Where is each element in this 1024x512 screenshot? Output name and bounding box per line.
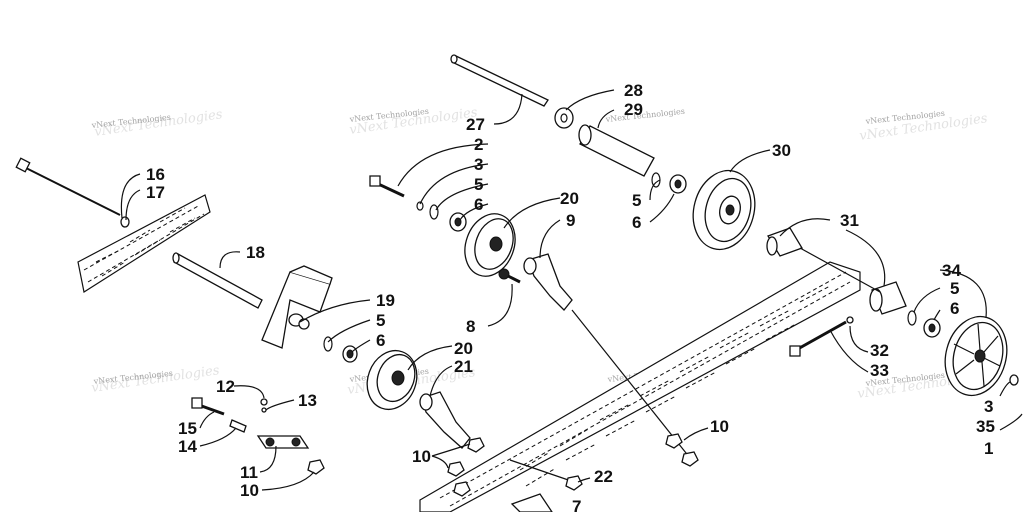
callout-6: 6 <box>950 299 959 318</box>
callout-21: 21 <box>454 357 473 376</box>
nut-10e <box>447 461 465 477</box>
shaft-31 <box>799 247 881 293</box>
callout-34: 34 <box>942 261 961 280</box>
snap-ring-5a <box>323 336 333 352</box>
callout-10: 10 <box>710 417 729 436</box>
callout-6: 6 <box>632 213 641 232</box>
callout-28: 28 <box>624 81 643 100</box>
bearing-6b <box>449 212 467 232</box>
callout-18: 18 <box>246 243 265 262</box>
nut-10f <box>453 481 471 497</box>
wheel-20-lower <box>366 349 418 411</box>
main-rail <box>419 261 861 512</box>
callout-2: 2 <box>474 135 483 154</box>
callout-22: 22 <box>594 467 613 486</box>
callout-6: 6 <box>474 195 483 214</box>
callout-5: 5 <box>376 311 385 330</box>
part-7 <box>510 493 553 512</box>
callout-11: 11 <box>240 463 258 482</box>
left-rail <box>77 194 211 293</box>
bolt-15 <box>191 397 225 416</box>
callout-9: 9 <box>566 211 575 230</box>
washer-28 <box>554 107 574 129</box>
callouts: 16 17 18 19 5 6 20 21 12 13 15 14 11 10 … <box>146 81 995 512</box>
callout-1: 1 <box>984 439 993 458</box>
callout-10: 10 <box>240 481 259 500</box>
axle-18 <box>172 252 263 309</box>
bracket-19 <box>261 265 333 349</box>
callout-13: 13 <box>298 391 317 410</box>
axle-27 <box>450 54 549 107</box>
callout-27: 27 <box>466 115 485 134</box>
rod-upper <box>571 309 691 459</box>
washer-3 <box>416 201 424 211</box>
callout-8: 8 <box>466 317 475 336</box>
nut-10b <box>665 433 683 449</box>
bearing-6c <box>669 174 687 194</box>
callout-10: 10 <box>412 447 431 466</box>
bolt-8 <box>498 268 521 284</box>
wheel-34 <box>944 315 1008 397</box>
watermark: vNext Technologies <box>604 107 685 124</box>
bracket-31-lower <box>869 281 907 315</box>
snap-ring-5b <box>429 204 439 220</box>
nut-22 <box>565 475 583 491</box>
callout-35: 35 <box>976 417 995 436</box>
bearing-6d <box>923 318 941 338</box>
grease-fitting-12 <box>260 398 268 406</box>
bearing-6a <box>342 345 358 363</box>
callout-3: 3 <box>474 155 483 174</box>
spacer-19 <box>298 318 310 330</box>
callout-5: 5 <box>950 279 959 298</box>
wheel-30 <box>692 169 756 251</box>
callout-15: 15 <box>178 419 197 438</box>
watermarks: vNext Technologies vNext Technologies vN… <box>90 105 988 402</box>
callout-5: 5 <box>474 175 483 194</box>
callout-3: 3 <box>984 397 993 416</box>
bolt-2 <box>369 175 405 198</box>
callout-6: 6 <box>376 331 385 350</box>
callout-29: 29 <box>624 100 643 119</box>
snap-ring-5d <box>907 310 917 326</box>
link-11 <box>256 435 310 449</box>
nut-10a <box>307 459 325 475</box>
callout-30: 30 <box>772 141 791 160</box>
callout-14: 14 <box>178 437 197 456</box>
callout-7: 7 <box>572 497 581 512</box>
zerk-13 <box>261 407 267 413</box>
callout-20: 20 <box>454 339 473 358</box>
washer-33 <box>846 316 854 324</box>
callout-16: 16 <box>146 165 165 184</box>
callout-20: 20 <box>560 189 579 208</box>
wheel-20-upper <box>464 213 516 277</box>
washer-17 <box>120 216 130 228</box>
callout-12: 12 <box>216 377 235 396</box>
spacer-29 <box>578 124 655 177</box>
bolt-32 <box>789 320 847 357</box>
callout-5: 5 <box>632 191 641 210</box>
callout-33: 33 <box>870 361 889 380</box>
bushing-14 <box>229 419 247 433</box>
nut-10d <box>467 437 485 453</box>
leader-lines <box>120 89 1023 491</box>
washer-35 <box>1009 374 1019 386</box>
nut-10c <box>681 451 699 467</box>
callout-32: 32 <box>870 341 889 360</box>
long-bolt-16 <box>15 157 121 216</box>
arm-9 <box>523 253 573 311</box>
callout-31: 31 <box>840 211 859 230</box>
arm-21 <box>419 391 471 449</box>
bracket-31-upper <box>766 227 803 257</box>
callout-17: 17 <box>146 183 165 202</box>
callout-19: 19 <box>376 291 395 310</box>
